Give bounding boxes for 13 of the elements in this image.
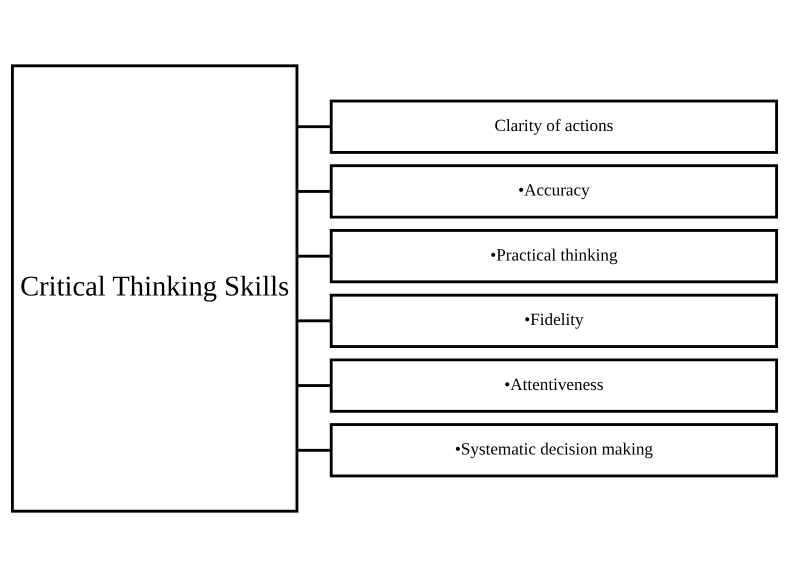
- connector: [297, 448, 331, 452]
- node-box: •Accuracy: [330, 164, 778, 218]
- node-box: Critical Thinking Skills: [10, 64, 298, 512]
- node-box: •Fidelity: [330, 293, 778, 348]
- connector: [297, 124, 331, 128]
- connector: [297, 384, 331, 386]
- connector: [297, 190, 331, 192]
- connector: [297, 318, 331, 322]
- connector: [297, 254, 331, 258]
- node-box: Clarity of actions: [330, 99, 778, 154]
- node-box: •Systematic decision making: [330, 422, 778, 477]
- node-box: •Practical thinking: [330, 228, 778, 283]
- node-box: •Attentiveness: [330, 358, 778, 412]
